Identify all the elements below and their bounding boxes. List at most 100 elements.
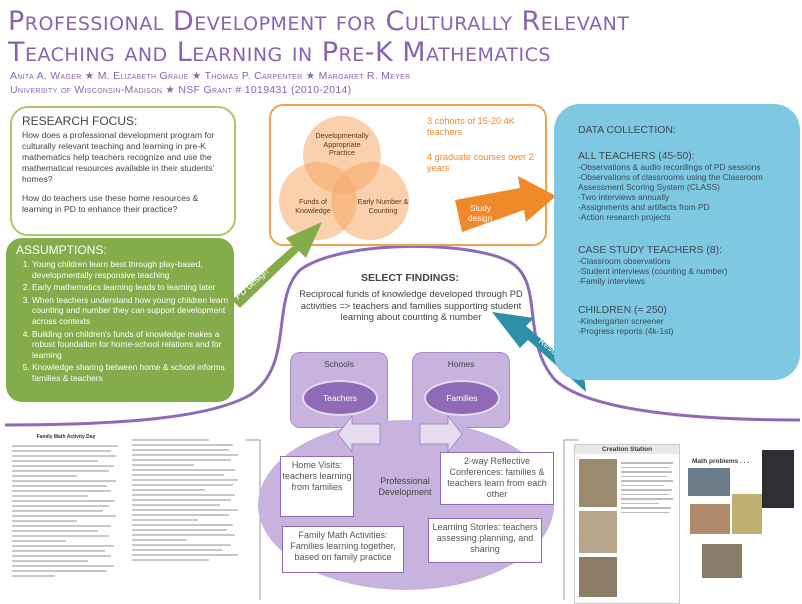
assumptions-heading: ASSUMPTIONS: — [16, 243, 107, 257]
text-line — [12, 540, 66, 542]
authors: Anita A. Wager ★ M. Elizabeth Graue ★ Th… — [10, 70, 411, 82]
title-line-2: Teaching and Learning in Pre-K Mathemati… — [8, 37, 551, 68]
venn-label-right: Early Number & Counting — [357, 197, 409, 215]
pd-center-label: Professional Development — [378, 476, 432, 497]
findings-heading: SELECT FINDINGS: — [360, 272, 459, 284]
venn-label-left: Funds of Knowledge — [295, 197, 331, 215]
text-line — [621, 484, 665, 486]
activity-doc-2 — [128, 432, 246, 602]
study-design-arrow — [455, 176, 556, 232]
text-line — [12, 575, 56, 577]
text-line — [12, 535, 110, 537]
case-study-item: -Student interviews (counting & number) — [578, 266, 728, 276]
text-line — [621, 507, 671, 509]
data-collection-box: DATA COLLECTION: ALL TEACHERS (45-50): -… — [554, 104, 800, 380]
text-line — [12, 495, 88, 497]
text-line — [621, 511, 669, 513]
children-section: CHILDREN (≈ 250) -Kindergarten screener … — [578, 305, 788, 336]
text-line — [621, 471, 672, 473]
text-line — [132, 494, 236, 496]
text-line — [132, 479, 238, 481]
text-line — [132, 534, 236, 536]
text-line — [132, 559, 209, 561]
case-study-item: -Classroom observations — [578, 256, 671, 266]
cohorts-text: 3 cohorts of 15-20 4K teachers — [427, 116, 515, 137]
all-teachers-item: -Observations of classrooms using the Cl… — [578, 172, 763, 192]
text-line — [132, 449, 229, 451]
text-line — [132, 514, 229, 516]
study-design-label: Study design — [468, 204, 493, 223]
text-line — [132, 489, 205, 491]
math-problems-panel: Math problems . . . — [684, 444, 796, 602]
all-teachers-item: -Assignments and artifacts from PD — [578, 202, 710, 212]
pd-design-arrow — [232, 222, 322, 308]
case-study-section: CASE STUDY TEACHERS (8): -Classroom obse… — [578, 245, 788, 286]
text-line — [132, 444, 234, 446]
assumptions-box: ASSUMPTIONS: Young children learn best t… — [6, 238, 234, 402]
text-line — [12, 485, 108, 487]
text-line — [132, 549, 223, 551]
children-item: -Progress reports (4k-1st) — [578, 326, 674, 336]
text-line — [621, 480, 673, 482]
teachers-oval: Teachers — [302, 380, 378, 416]
children-photo — [732, 494, 762, 534]
text-line — [132, 474, 225, 476]
design-box: Developmentally Appropriate Practice Fun… — [269, 104, 547, 246]
text-line — [621, 502, 659, 504]
family-math-box: Family Math Activities: Families learnin… — [282, 526, 404, 573]
assumptions-list: Young children learn best through play-b… — [6, 259, 234, 384]
creation-station-panel: Creation Station — [574, 444, 680, 604]
homes-label: Homes — [447, 359, 475, 369]
title-line-1: Professional Development for Culturally … — [8, 6, 630, 37]
text-line — [621, 466, 670, 468]
math-problems-title: Math problems . . . — [692, 458, 750, 465]
all-teachers-heading: ALL TEACHERS (45-50): — [578, 151, 695, 162]
research-focus-heading: RESEARCH FOCUS: — [22, 114, 138, 128]
children-photo — [688, 468, 730, 496]
text-line — [12, 505, 110, 507]
math-problems-notes — [762, 450, 794, 508]
text-line — [12, 450, 112, 452]
classroom-photo — [579, 557, 617, 597]
text-line — [12, 555, 112, 557]
research-question-1: How does a professional development prog… — [22, 130, 215, 184]
activity-doc-1: Family Math Activity Day — [8, 432, 124, 602]
text-line — [12, 465, 114, 467]
text-line — [12, 560, 88, 562]
text-line — [621, 462, 673, 464]
poster-title: Professional Development for Culturally … — [8, 6, 788, 68]
findings-body: Reciprocal funds of knowledge developed … — [299, 288, 523, 322]
conferences-box: 2-way Reflective Conferences: families &… — [440, 452, 554, 505]
text-line — [12, 525, 112, 527]
text-line — [12, 455, 116, 457]
text-line — [12, 510, 103, 512]
text-line — [12, 515, 116, 517]
schools-label: Schools — [324, 359, 354, 369]
creation-station-title: Creation Station — [575, 445, 679, 454]
text-line — [621, 493, 670, 495]
text-line — [621, 475, 668, 477]
text-line — [621, 489, 672, 491]
children-photo — [702, 544, 742, 578]
text-line — [132, 509, 238, 511]
families-oval: Families — [424, 380, 500, 416]
text-line — [132, 464, 194, 466]
classroom-photo — [579, 459, 617, 507]
assumption-item: Knowledge sharing between home & school … — [32, 362, 228, 383]
text-line — [12, 500, 115, 502]
text-line — [132, 484, 234, 486]
text-line — [132, 554, 238, 556]
all-teachers-item: -Observations & audio recordings of PD s… — [578, 162, 761, 172]
text-line — [132, 524, 234, 526]
venn-label-top: Developmentally Appropriate Practice — [315, 131, 369, 158]
text-line — [12, 445, 118, 447]
all-teachers-section: ALL TEACHERS (45-50): -Observations & au… — [578, 151, 788, 222]
children-item: -Kindergarten screener — [578, 316, 664, 326]
study-label-word-2: design — [468, 214, 493, 223]
case-study-item: -Family interviews — [578, 276, 646, 286]
home-visits-box: Home Visits: teachers learning from fami… — [280, 456, 354, 517]
text-line — [132, 539, 187, 541]
